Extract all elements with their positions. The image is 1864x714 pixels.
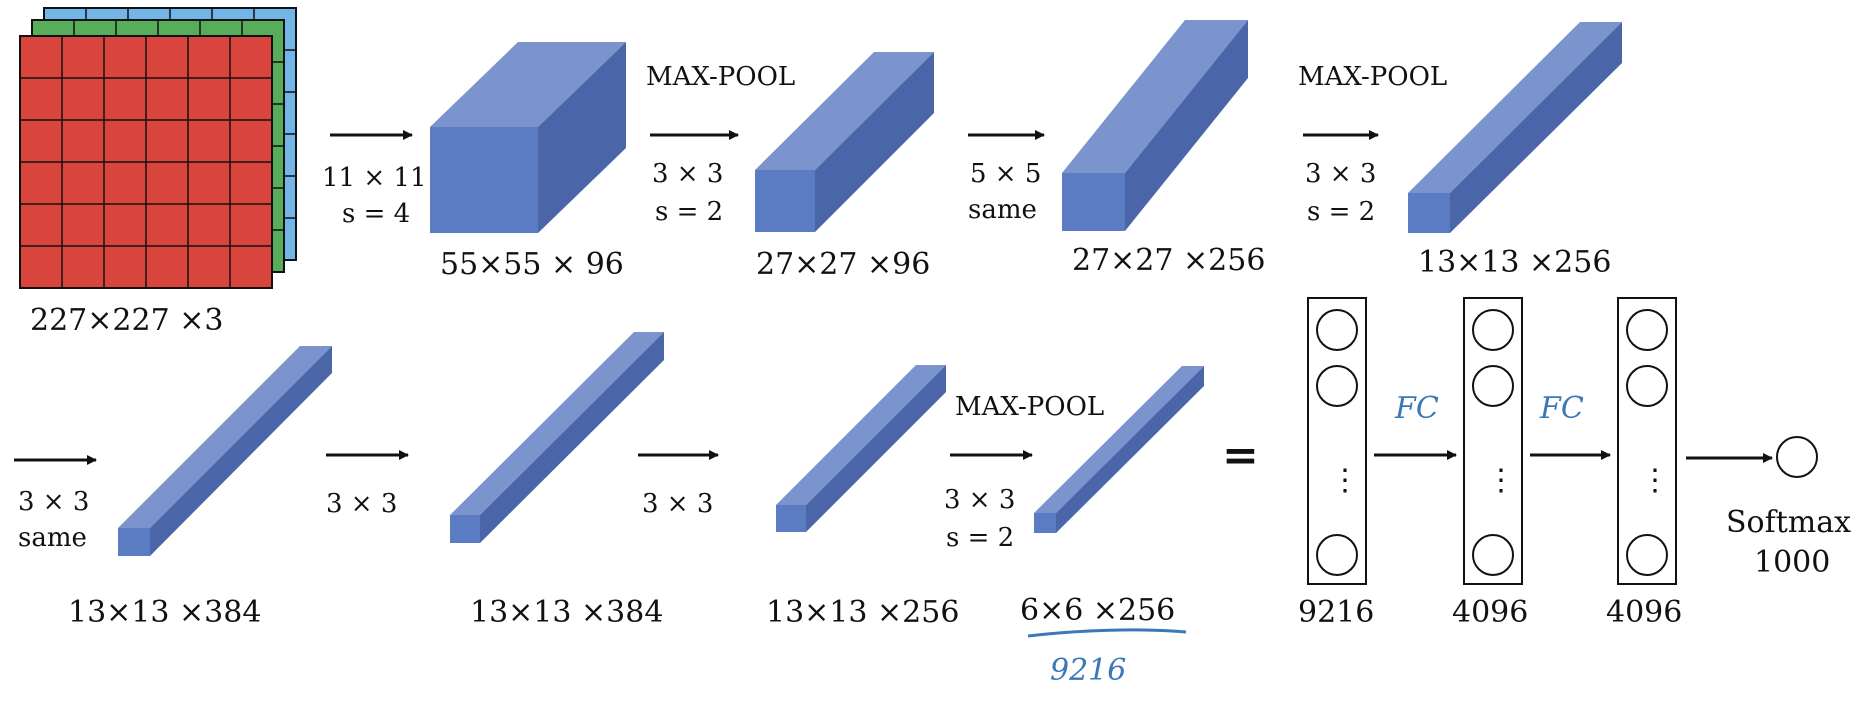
volume-front-face <box>755 170 815 232</box>
softmax-size-label: 1000 <box>1754 545 1830 580</box>
fc-column-box <box>1617 297 1677 585</box>
input-dims-label: 227×227 ×3 <box>30 303 223 338</box>
handwritten-fc-label-1: FC <box>1394 391 1439 426</box>
pool3-title: MAX-POOL <box>955 392 1104 422</box>
fc-layer-4096-a <box>1463 297 1523 585</box>
pool3-filter-label: 3 × 3 <box>944 485 1015 515</box>
pool3-stride-label: s = 2 <box>946 523 1014 553</box>
softmax-label: Softmax <box>1726 505 1851 540</box>
volume-top-face <box>430 42 626 127</box>
fc-column-box <box>1307 297 1367 585</box>
softmax-output-circle <box>1776 436 1818 478</box>
volume-27x27x256 <box>1062 20 1248 231</box>
conv1-filter-label: 11 × 11 <box>322 163 426 193</box>
pool2-title: MAX-POOL <box>1298 62 1447 92</box>
fc2-size-label: 4096 <box>1606 595 1682 630</box>
volume-8-dims-label: 6×6 ×256 <box>1020 593 1175 628</box>
volume-front-face <box>450 515 480 543</box>
volume-13x13x384-a <box>118 346 332 556</box>
conv5-filter-label: 3 × 3 <box>642 489 713 519</box>
volume-top-face <box>118 346 332 528</box>
volume-side-face <box>1056 366 1204 533</box>
fc0-size-label: 9216 <box>1298 595 1374 630</box>
channel-grid-red <box>19 35 273 289</box>
neuron-circle <box>1626 365 1668 407</box>
conv3-pad-label: same <box>18 523 87 553</box>
fc1-vdots: ⋮ <box>1486 463 1516 498</box>
volume-6x6x256 <box>1034 366 1204 533</box>
neuron-circle <box>1626 534 1668 576</box>
fc0-vdots: ⋮ <box>1330 463 1360 498</box>
fc-layer-9216 <box>1307 297 1367 585</box>
volume-front-face <box>430 127 538 233</box>
neuron-circle <box>1626 309 1668 351</box>
neuron-circle <box>1472 534 1514 576</box>
volume-top-face <box>1034 366 1204 513</box>
volume-top-face <box>450 332 664 515</box>
neuron-circle <box>1316 365 1358 407</box>
volume-top-face <box>776 365 946 505</box>
volume-side-face <box>480 332 664 543</box>
volume-side-face <box>1125 20 1248 231</box>
volume-5-dims-label: 13×13 ×384 <box>68 595 261 630</box>
volume-top-face <box>1062 20 1248 173</box>
volume-7-dims-label: 13×13 ×256 <box>766 595 959 630</box>
fc2-vdots: ⋮ <box>1640 463 1670 498</box>
volume-front-face <box>776 505 806 532</box>
volume-front-face <box>1408 193 1450 233</box>
handwritten-9216-note: 9216 <box>1050 653 1126 688</box>
volume-side-face <box>150 346 332 556</box>
conv2-pad-label: same <box>968 195 1037 225</box>
fc1-size-label: 4096 <box>1452 595 1528 630</box>
volume-55x55x96 <box>430 42 626 233</box>
volume-side-face <box>815 52 934 232</box>
handwritten-underline <box>1027 628 1187 638</box>
volume-13x13x256 <box>1408 22 1622 233</box>
conv3-filter-label: 3 × 3 <box>18 487 89 517</box>
volume-side-face <box>1450 22 1622 233</box>
fc-column-box <box>1463 297 1523 585</box>
pool1-filter-label: 3 × 3 <box>652 159 723 189</box>
volume-2-dims-label: 27×27 ×96 <box>756 247 930 282</box>
handwritten-fc-label-2: FC <box>1539 391 1584 426</box>
volume-27x27x96 <box>755 52 934 232</box>
volume-front-face <box>1062 173 1125 231</box>
volume-3-dims-label: 27×27 ×256 <box>1072 243 1265 278</box>
volume-front-face <box>118 528 150 556</box>
input-image-channels <box>19 7 297 289</box>
volume-1-dims-label: 55×55 × 96 <box>440 247 624 282</box>
neuron-circle <box>1316 534 1358 576</box>
volume-13x13x384-b <box>450 332 664 543</box>
volume-side-face <box>538 42 626 233</box>
pool2-stride-label: s = 2 <box>1307 197 1375 227</box>
neuron-circle <box>1472 309 1514 351</box>
pool1-stride-label: s = 2 <box>655 197 723 227</box>
volume-top-face <box>755 52 934 170</box>
volume-top-face <box>1408 22 1622 193</box>
fc-layer-4096-b <box>1617 297 1677 585</box>
conv1-stride-label: s = 4 <box>342 199 410 229</box>
equals-sign: = <box>1222 430 1259 481</box>
volume-4-dims-label: 13×13 ×256 <box>1418 245 1611 280</box>
volume-front-face <box>1034 513 1056 533</box>
pool1-title: MAX-POOL <box>646 62 795 92</box>
volume-side-face <box>806 365 946 532</box>
volume-13x13x256-b <box>776 365 946 532</box>
conv4-filter-label: 3 × 3 <box>326 489 397 519</box>
volume-6-dims-label: 13×13 ×384 <box>470 595 663 630</box>
neuron-circle <box>1316 309 1358 351</box>
pool2-filter-label: 3 × 3 <box>1305 159 1376 189</box>
neuron-circle <box>1472 365 1514 407</box>
conv2-filter-label: 5 × 5 <box>970 159 1041 189</box>
